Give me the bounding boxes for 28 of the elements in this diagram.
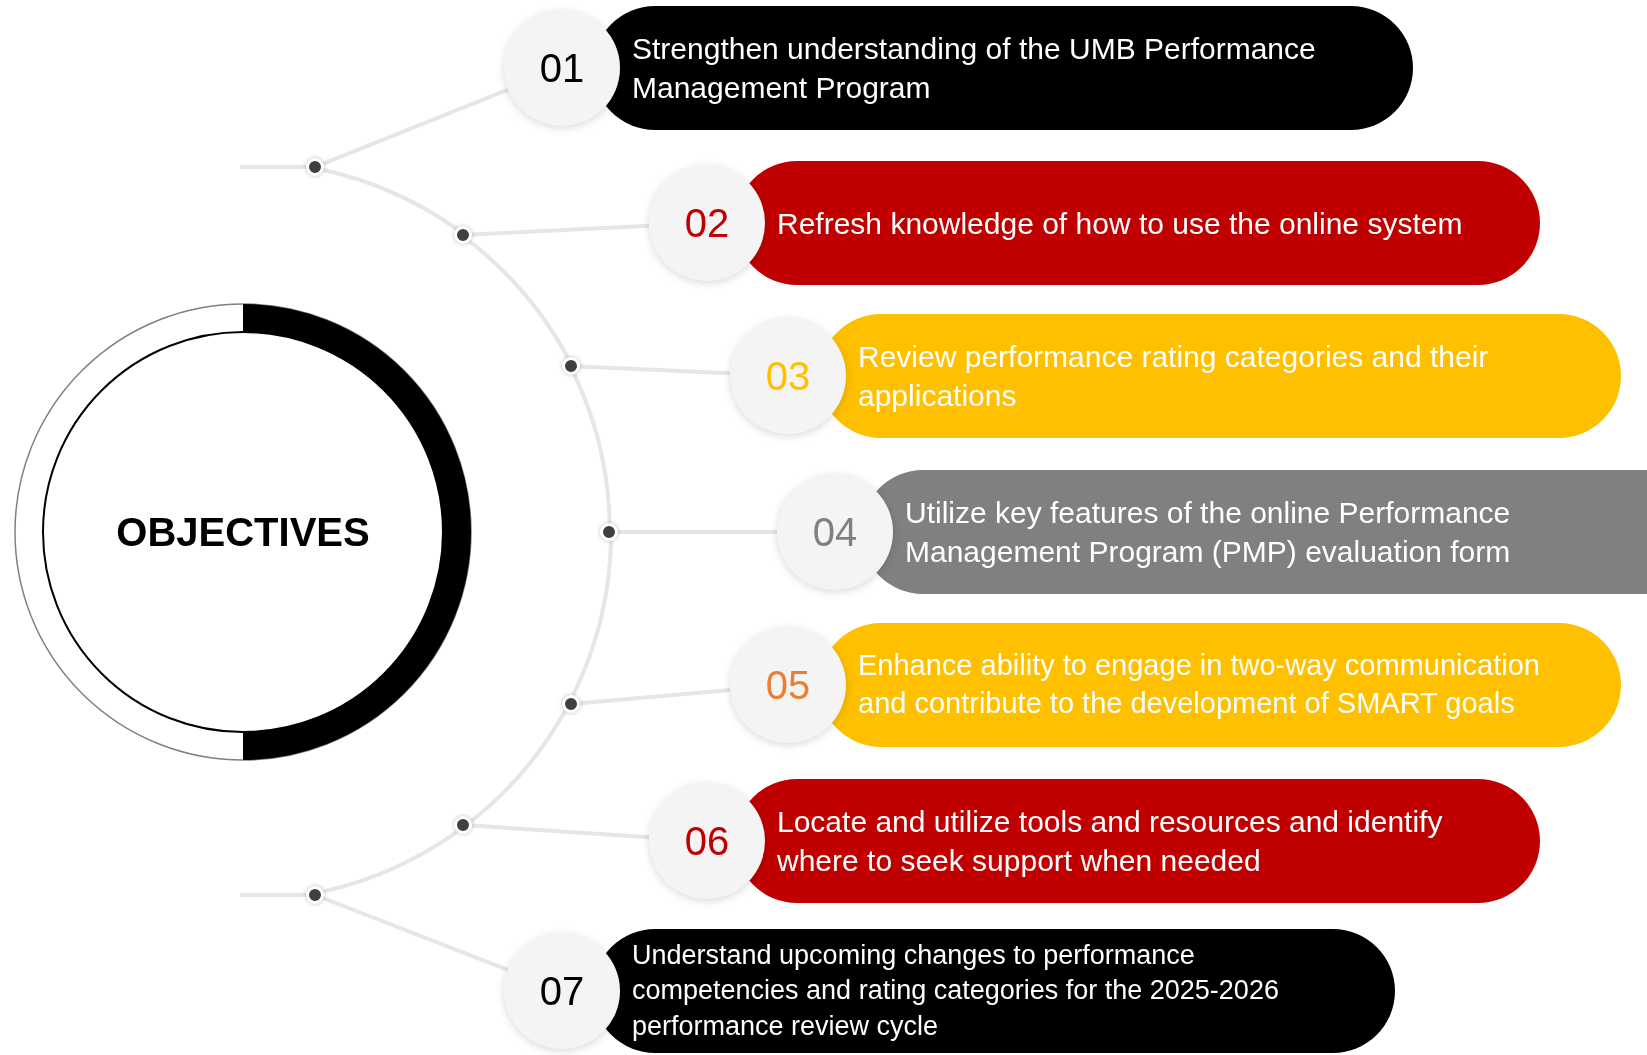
objective-text: Utilize key features of the online Performance Management Program (PMP) evaluation form bbox=[905, 495, 1512, 570]
number-badge: 06 bbox=[649, 783, 765, 899]
connector-line bbox=[322, 87, 509, 166]
arc-segment bbox=[572, 373, 612, 524]
objective-text: Review performance rating categories and their applications bbox=[858, 339, 1490, 414]
connector-line bbox=[471, 823, 650, 840]
number-badge: 04 bbox=[777, 474, 893, 590]
connector-line bbox=[579, 688, 731, 706]
connector-line bbox=[471, 223, 650, 237]
number-badge: 03 bbox=[730, 318, 846, 434]
arc-segment bbox=[322, 830, 458, 894]
number-badge: 02 bbox=[649, 165, 765, 281]
objective-text: Enhance ability to engage in two-way communication and contribute to the development of SMART goals bbox=[858, 648, 1541, 721]
objective-text: Locate and utilize tools and resources and identify where to seek support when needed bbox=[777, 804, 1444, 879]
objective-text: Refresh knowledge of how to use the online system bbox=[777, 205, 1463, 242]
arc-segment bbox=[323, 168, 458, 231]
arc-segment bbox=[470, 709, 567, 823]
arc-segment bbox=[571, 540, 614, 696]
arc-segment bbox=[468, 239, 570, 359]
objectives-circle bbox=[13, 302, 473, 762]
connector-line bbox=[579, 364, 731, 376]
number-badge: 01 bbox=[504, 10, 620, 126]
objective-text: Understand upcoming changes to performance competencies and rating categories for the 2025-2026 performance review cycle bbox=[632, 939, 1280, 1043]
objectives-title: OBJECTIVES bbox=[116, 509, 370, 556]
number-badge: 05 bbox=[730, 627, 846, 743]
number-badge: 07 bbox=[504, 933, 620, 1049]
connector-line bbox=[322, 896, 509, 972]
objective-text: Strengthen understanding of the UMB Performance Management Program bbox=[632, 31, 1317, 106]
